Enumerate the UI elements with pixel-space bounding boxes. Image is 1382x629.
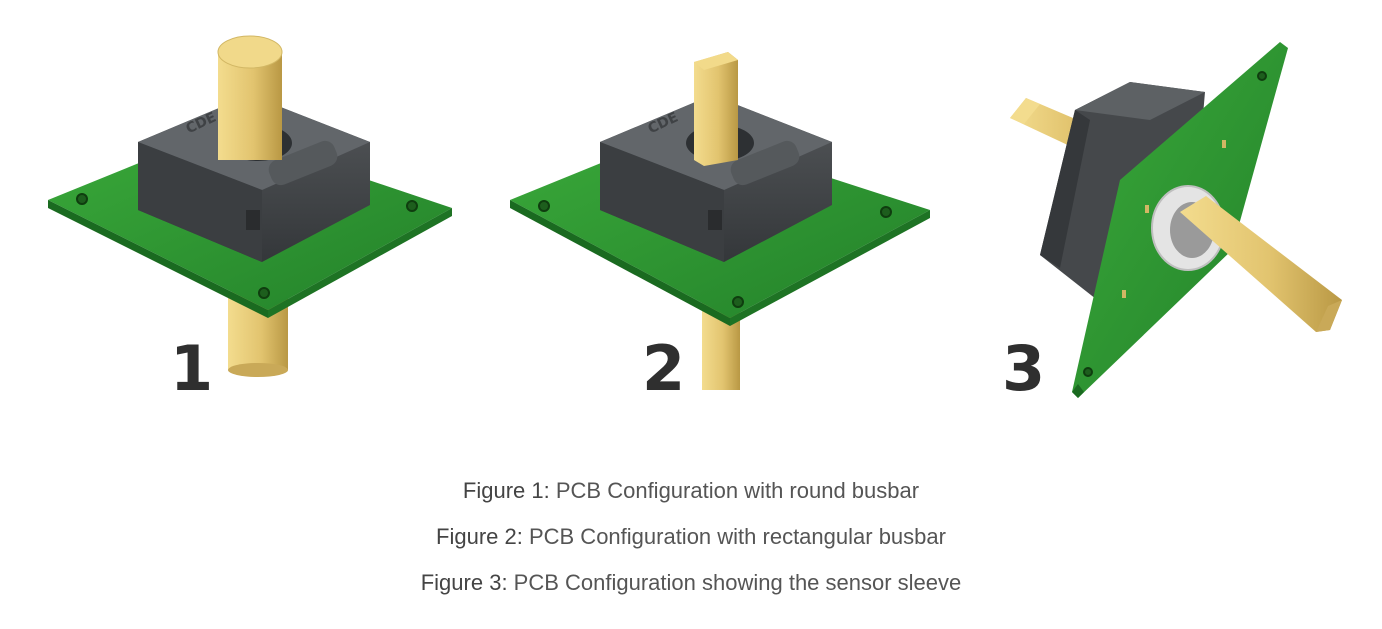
figures-area: CDE CDE (48, 35, 1342, 405)
figure-captions: Figure 1: PCB Configuration with round b… (0, 468, 1382, 606)
caption-figure-3: Figure 3: PCB Configuration showing the … (0, 560, 1382, 606)
caption-text: PCB Configuration showing the sensor sle… (507, 570, 962, 595)
figure-2-rectangular-busbar: CDE (510, 52, 930, 390)
caption-lead: Figure 3: (420, 570, 508, 595)
busbar-front (1180, 196, 1342, 332)
figures-illustration: CDE CDE (48, 35, 1342, 398)
figure-2-number: 2 (642, 332, 686, 405)
caption-figure-1: Figure 1: PCB Configuration with round b… (0, 468, 1382, 514)
caption-text: PCB Configuration with rectangular busba… (522, 524, 946, 549)
rect-busbar-upper (694, 52, 738, 166)
round-busbar-upper (218, 52, 282, 160)
caption-text: PCB Configuration with round busbar (549, 478, 920, 503)
caption-lead: Figure 1: (462, 478, 550, 503)
figure-1-number: 1 (170, 332, 214, 405)
figure-3-sensor-sleeve (1010, 42, 1342, 398)
figure-1-round-busbar: CDE (48, 35, 452, 377)
caption-lead: Figure 2: (436, 524, 523, 549)
caption-figure-2: Figure 2: PCB Configuration with rectang… (0, 514, 1382, 560)
figure-3-number: 3 (1002, 332, 1046, 405)
